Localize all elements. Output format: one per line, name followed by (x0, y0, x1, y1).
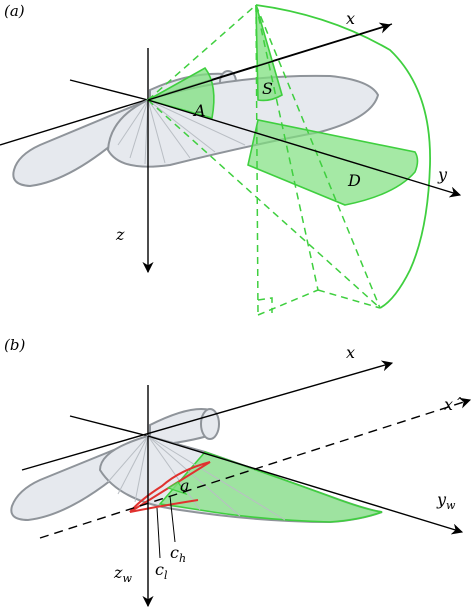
cone-outline (255, 4, 431, 309)
panel-b: (b) (4, 336, 472, 608)
c-l-leader (156, 507, 161, 559)
axis-x-b (21, 360, 394, 471)
angle-a-label-b: a (180, 476, 190, 495)
chord-outline (129, 461, 211, 513)
axis-y-label: y (437, 165, 448, 184)
panel-a-label: (a) (4, 2, 25, 20)
panel-b-label: (b) (4, 336, 25, 354)
c-h-label: ch (170, 543, 186, 565)
axis-x-prime-label: x´ (444, 395, 462, 414)
wing-veins-b (107, 435, 286, 521)
axis-yw-arrow (147, 435, 464, 535)
angle-d-sector (247, 119, 419, 206)
angle-s-label: S (262, 79, 273, 98)
axis-x-label: x (346, 9, 355, 28)
axis-y-negative (69, 79, 149, 101)
axis-x-arrow (147, 22, 392, 101)
axis-y-arrow (147, 99, 462, 198)
chord-lower-curve (129, 499, 199, 513)
angle-a-wedge (166, 481, 188, 496)
axis-yw-negative (69, 415, 149, 437)
angle-s-sector (255, 4, 283, 102)
axis-x-label-b: x (346, 343, 355, 362)
panel-a: (a) (0, 2, 462, 316)
axis-z-label: z (115, 225, 125, 244)
axis-zw-label: zw (113, 563, 132, 585)
angle-d-label: D (347, 171, 361, 190)
angle-a-label: A (192, 101, 206, 120)
c-l-label: cl (155, 560, 168, 582)
wing-green-region (158, 451, 383, 523)
c-h-leader (169, 495, 176, 543)
cone-dashed-lines (147, 4, 381, 316)
axis-yw-label: yw (436, 490, 456, 512)
angle-a-sector (145, 66, 215, 120)
